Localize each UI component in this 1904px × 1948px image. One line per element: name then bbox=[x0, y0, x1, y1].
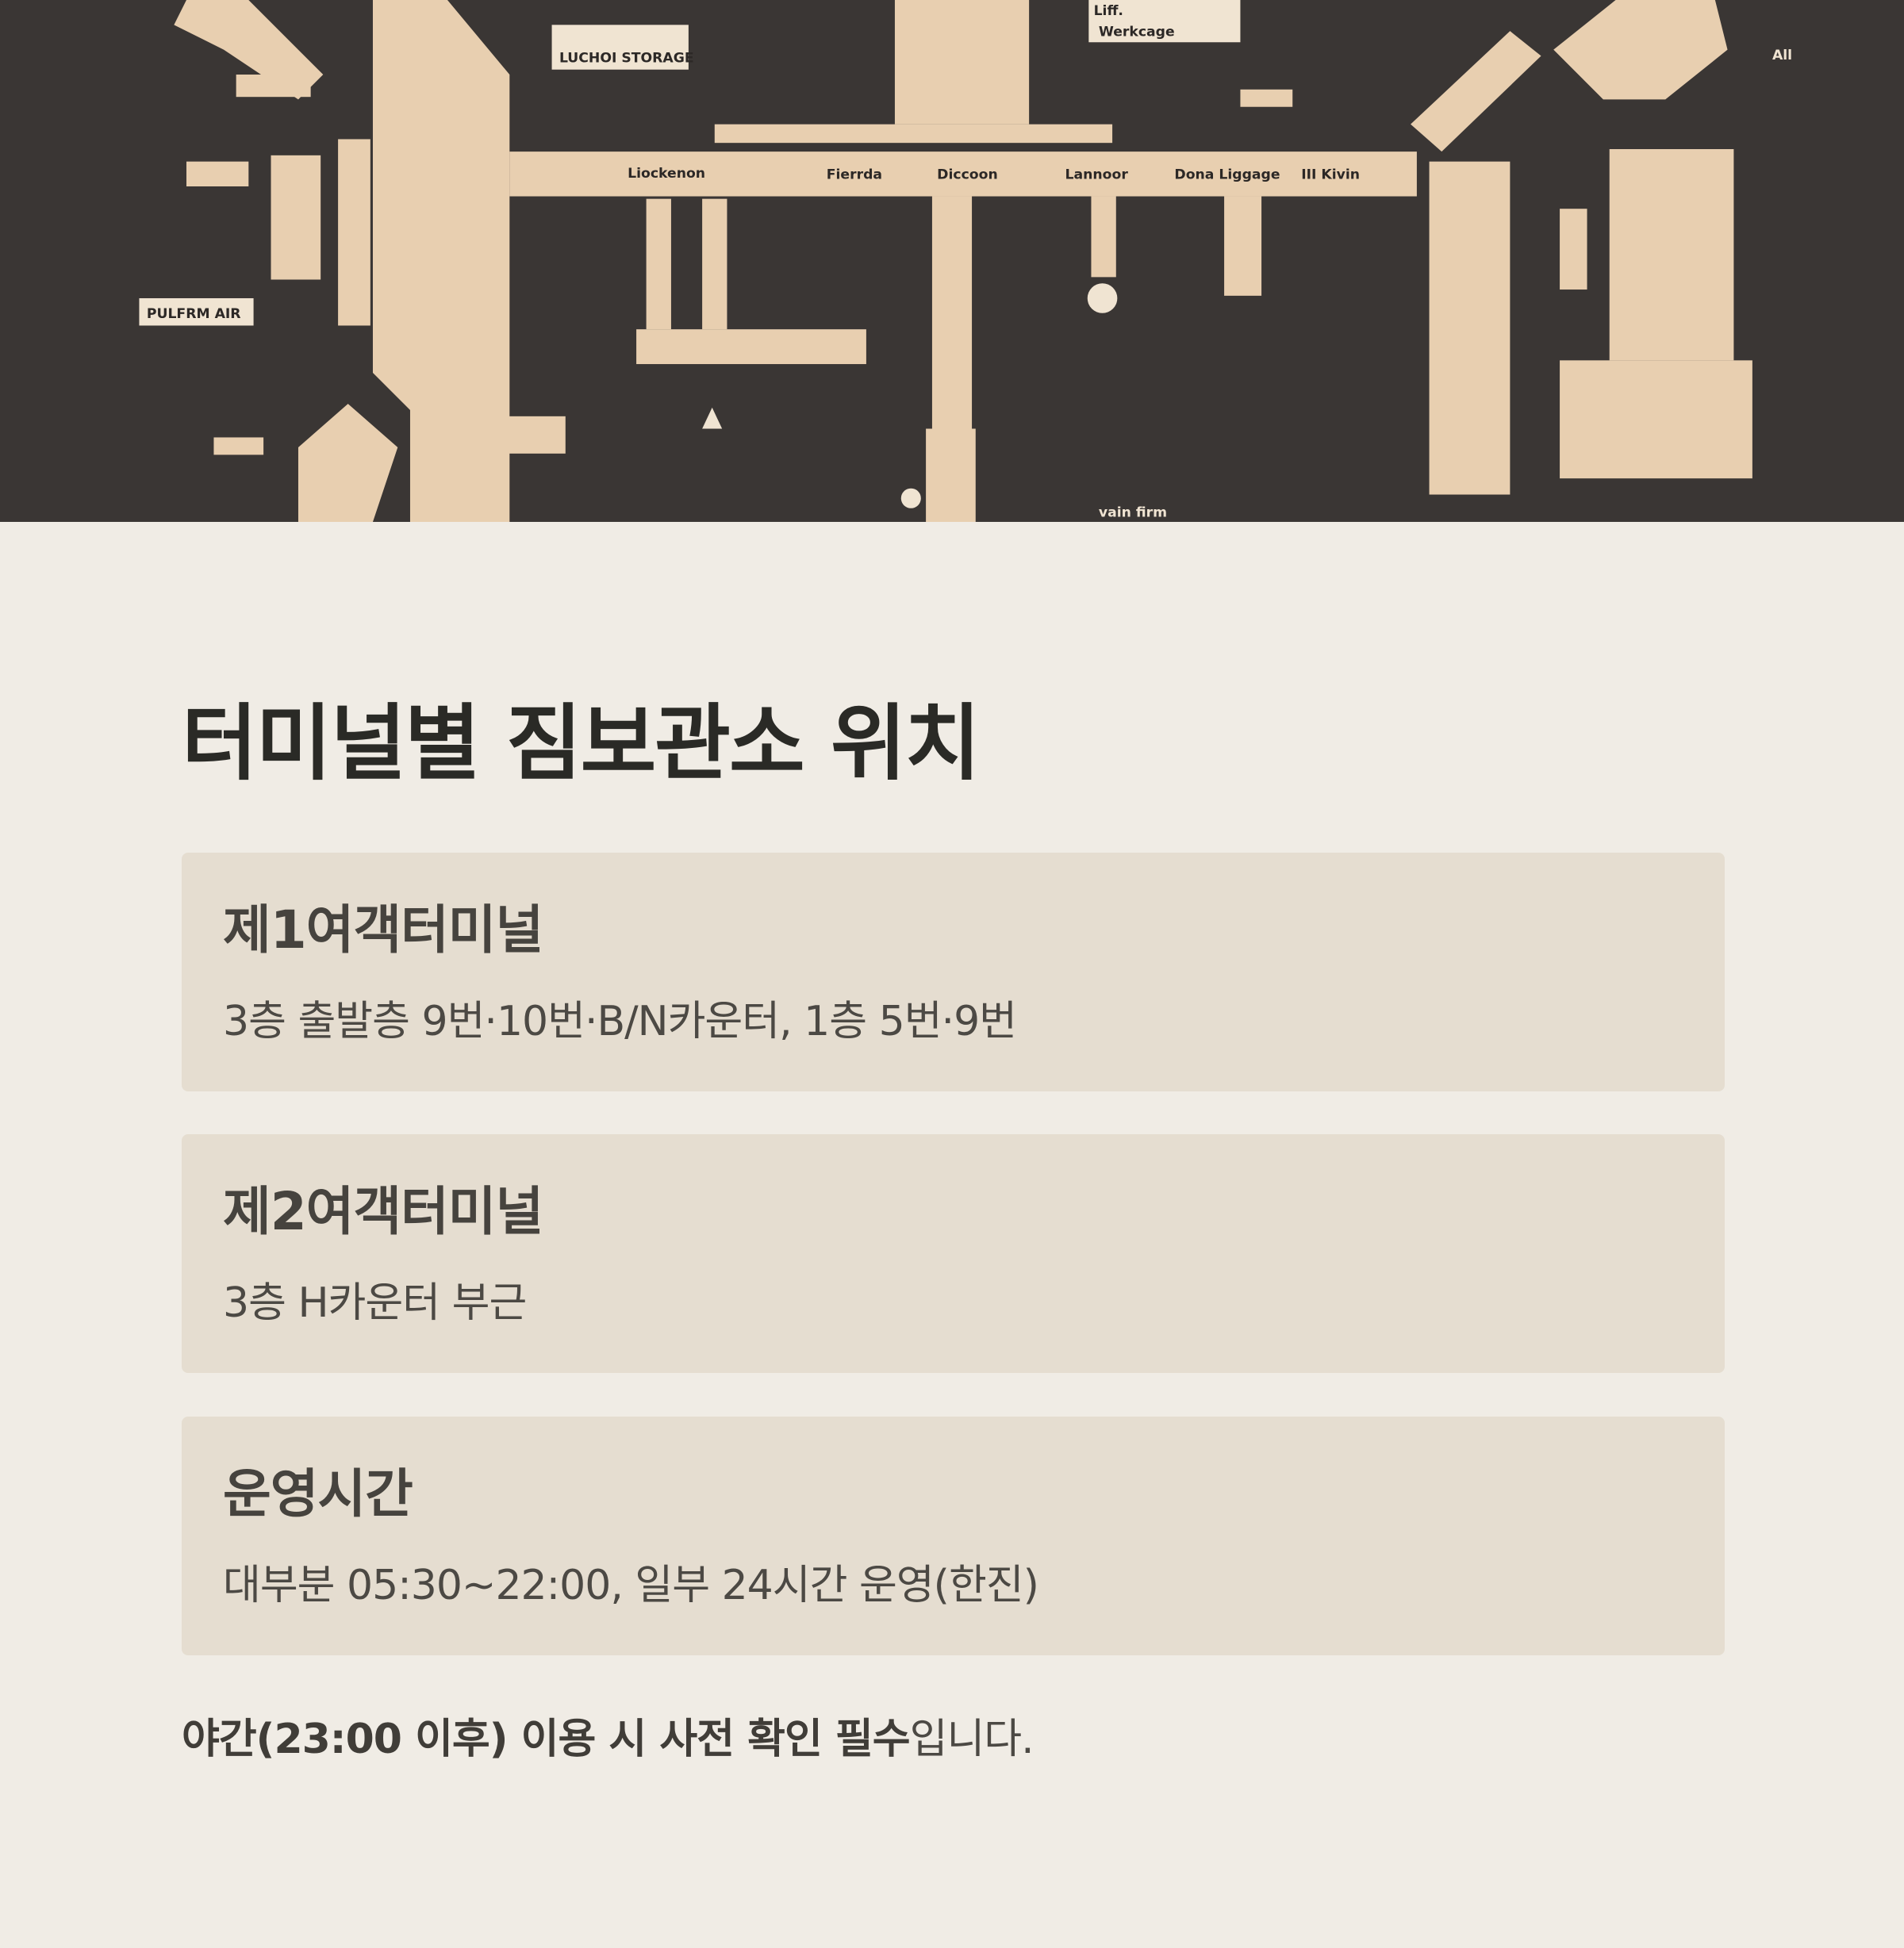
map-label-area: Fierrda bbox=[827, 167, 882, 183]
map-label-area: Diccoon bbox=[937, 167, 998, 183]
card-text: 3층 출발층 9번·10번·B/N카운터, 1층 5번·9번 bbox=[223, 998, 1017, 1045]
arrow-up-icon bbox=[702, 407, 723, 429]
map-label-area: III Kivin bbox=[1301, 167, 1360, 183]
card-terminal-2: 제2여객터미널 3층 H카운터 부근 bbox=[182, 1134, 1725, 1373]
card-text: 3층 H카운터 부근 bbox=[223, 1279, 527, 1327]
map-label-area: Dona Liggage bbox=[1174, 167, 1280, 183]
map-signs: LUCHOI STORAGE PULFRM AIR Liff. Werkcage… bbox=[139, 0, 1792, 521]
map-label-all: All bbox=[1772, 48, 1792, 63]
note-emphasis: 야간(23:00 이후) 이용 시 사전 확인 필수 bbox=[182, 1716, 911, 1763]
location-icon bbox=[1087, 283, 1118, 313]
map-label-liff: Liff. bbox=[1094, 3, 1123, 19]
floorplan-shapes bbox=[174, 0, 1752, 522]
night-usage-note: 야간(23:00 이후) 이용 시 사전 확인 필수입니다. bbox=[182, 1705, 1035, 1765]
map-label-storage: LUCHOI STORAGE bbox=[559, 50, 694, 66]
map-label-area: Liockenon bbox=[628, 166, 705, 182]
card-heading: 운영시간 bbox=[223, 1463, 413, 1524]
card-terminal-1: 제1여객터미널 3층 출발층 9번·10번·B/N카운터, 1층 5번·9번 bbox=[182, 853, 1725, 1091]
card-heading: 제2여객터미널 bbox=[223, 1181, 543, 1242]
map-label-vain: vain firm bbox=[1099, 505, 1167, 521]
page-title: 터미널별 짐보관소 위치 bbox=[182, 695, 981, 792]
note-rest: 입니다. bbox=[909, 1716, 1035, 1763]
card-heading: 제1여객터미널 bbox=[223, 899, 543, 961]
map-label-pulfrm: PULFRM AIR bbox=[147, 306, 241, 322]
close-icon bbox=[900, 488, 921, 508]
card-text: 대부분 05:30~22:00, 일부 24시간 운영(한진) bbox=[223, 1562, 1039, 1609]
airport-floor-map: LUCHOI STORAGE PULFRM AIR Liff. Werkcage… bbox=[0, 0, 1904, 522]
card-operating-hours: 운영시간 대부분 05:30~22:00, 일부 24시간 운영(한진) bbox=[182, 1417, 1725, 1655]
map-label-area: Lannoor bbox=[1065, 167, 1129, 183]
map-label-werkcage: Werkcage bbox=[1099, 24, 1175, 40]
